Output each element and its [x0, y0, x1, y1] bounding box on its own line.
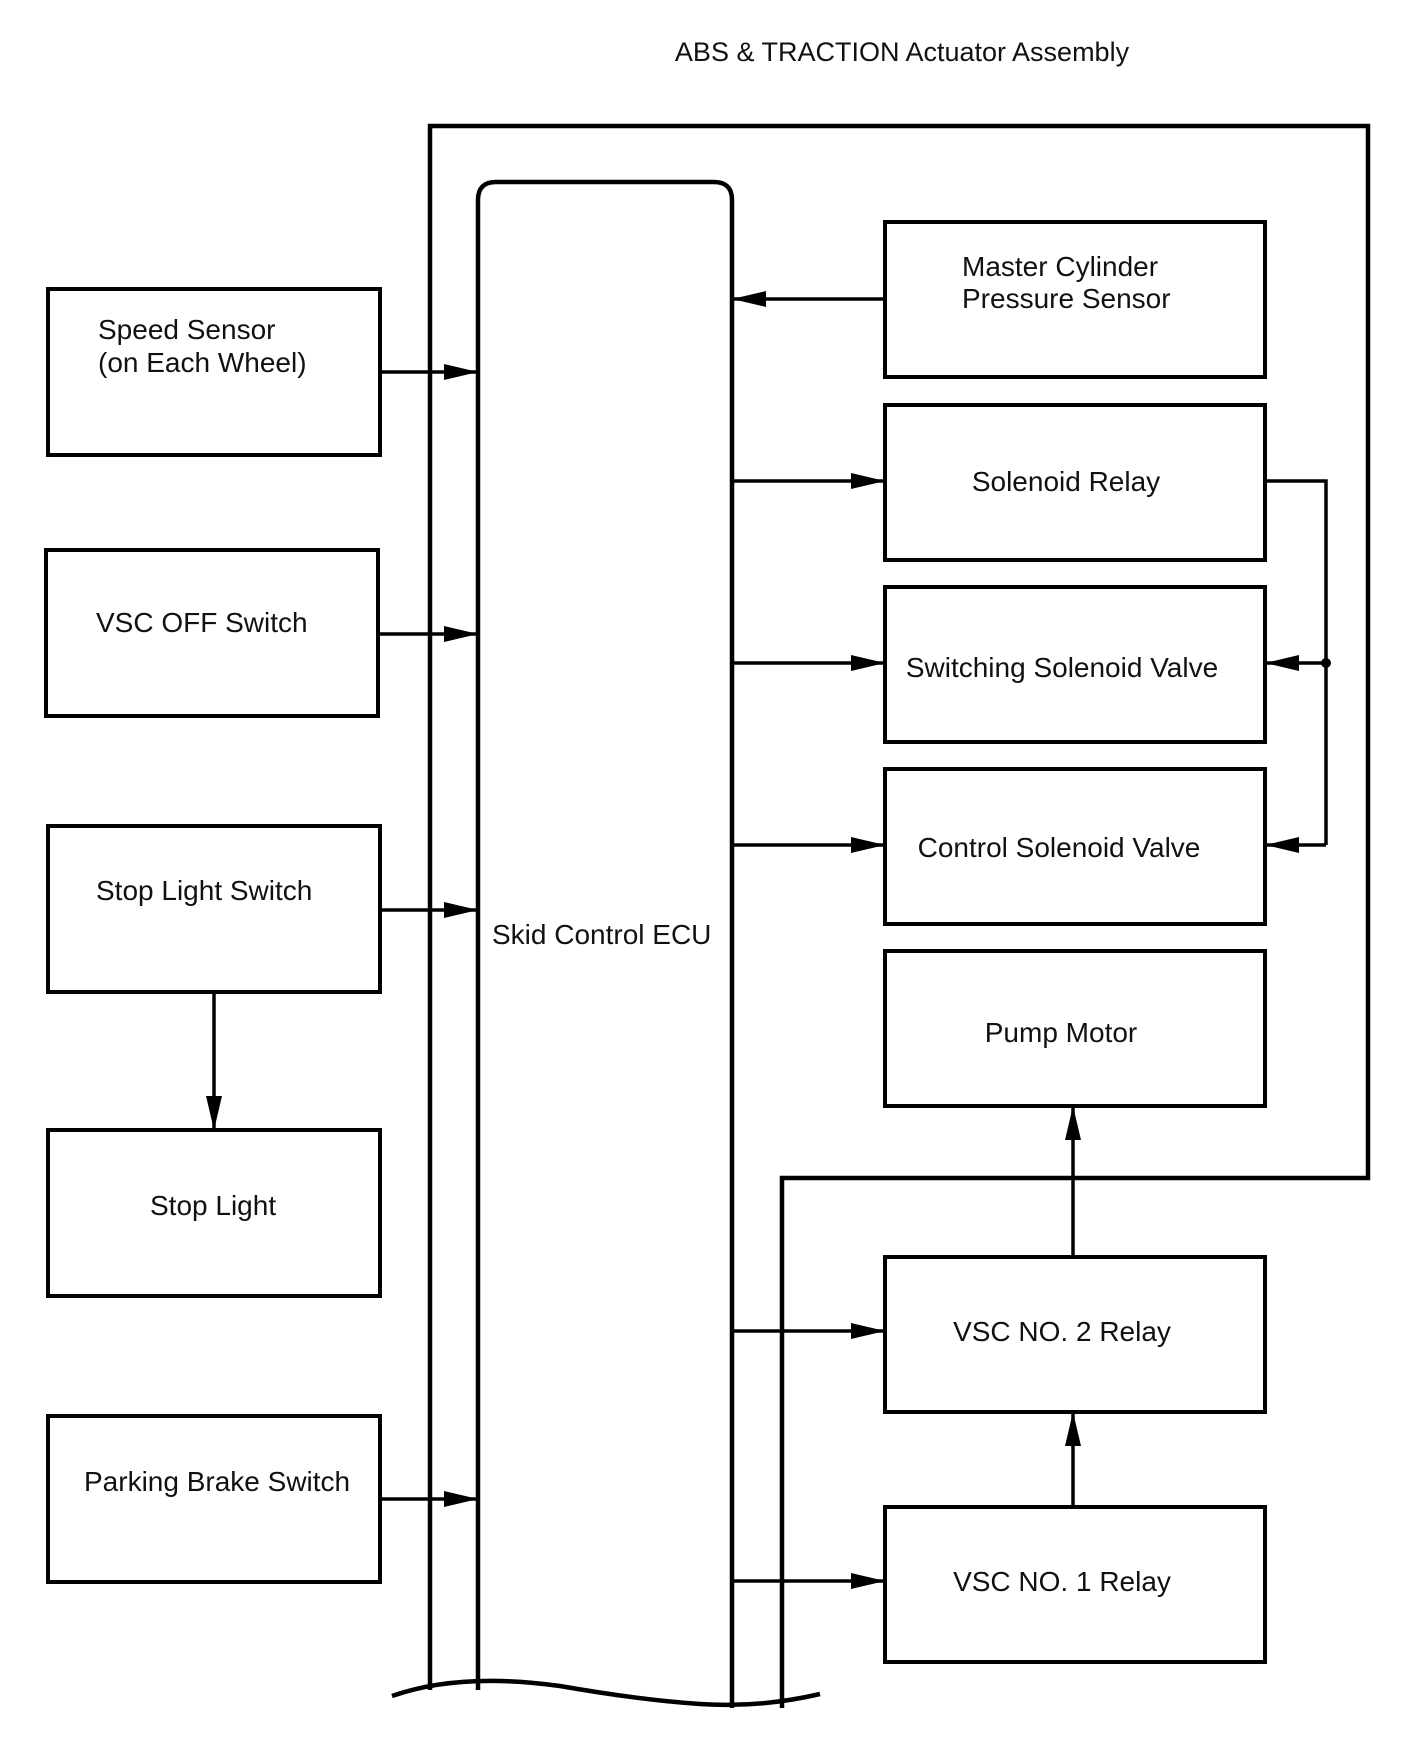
diagram-title: ABS & TRACTION Actuator Assembly	[675, 37, 1130, 67]
solenoid-relay-bus-line	[1265, 479, 1328, 845]
vsc-no1-relay-label: VSC NO. 1 Relay	[953, 1566, 1171, 1597]
speed-sensor-label-line2: (on Each Wheel)	[98, 347, 307, 378]
speed-sensor-label: Speed Sensor (on Each Wheel)	[98, 314, 307, 378]
switching-solenoid-valve-box	[883, 585, 1267, 744]
vsc-no1-relay-box	[883, 1505, 1267, 1664]
pump-motor-box	[883, 949, 1267, 1108]
switching-solenoid-valve-label: Switching Solenoid Valve	[906, 652, 1218, 683]
actuator-assembly-outline	[427, 123, 1371, 1708]
vsc-off-switch-label: VSC OFF Switch	[96, 607, 308, 638]
speed-sensor-box	[46, 287, 382, 457]
control-solenoid-valve-label: Control Solenoid Valve	[918, 832, 1201, 863]
vsc-no2-relay-label: VSC NO. 2 Relay	[953, 1316, 1171, 1347]
skid-control-ecu-block	[475, 179, 735, 1708]
master-cylinder-pressure-sensor-box	[883, 220, 1267, 379]
stop-light-box	[46, 1128, 382, 1298]
master-cylinder-pressure-sensor-label: Master Cylinder Pressure Sensor	[962, 251, 1171, 314]
speed-sensor-label-line1: Speed Sensor	[98, 314, 275, 345]
solenoid-relay-label: Solenoid Relay	[972, 466, 1160, 497]
control-solenoid-valve-box	[883, 767, 1267, 926]
parking-brake-switch-box	[46, 1414, 382, 1584]
master-cylinder-pressure-sensor-label-line1: Master Cylinder	[962, 251, 1158, 282]
torn-edge	[391, 1678, 821, 1708]
stop-light-switch-label: Stop Light Switch	[96, 875, 312, 906]
vsc-off-switch-box	[44, 548, 380, 718]
skid-control-ecu-label: Skid Control ECU	[492, 919, 711, 950]
parking-brake-switch-label: Parking Brake Switch	[84, 1466, 350, 1497]
stop-light-switch-box	[46, 824, 382, 994]
stop-light-label: Stop Light	[150, 1190, 276, 1221]
pump-motor-label: Pump Motor	[985, 1017, 1138, 1048]
master-cylinder-pressure-sensor-label-line2: Pressure Sensor	[962, 283, 1171, 314]
